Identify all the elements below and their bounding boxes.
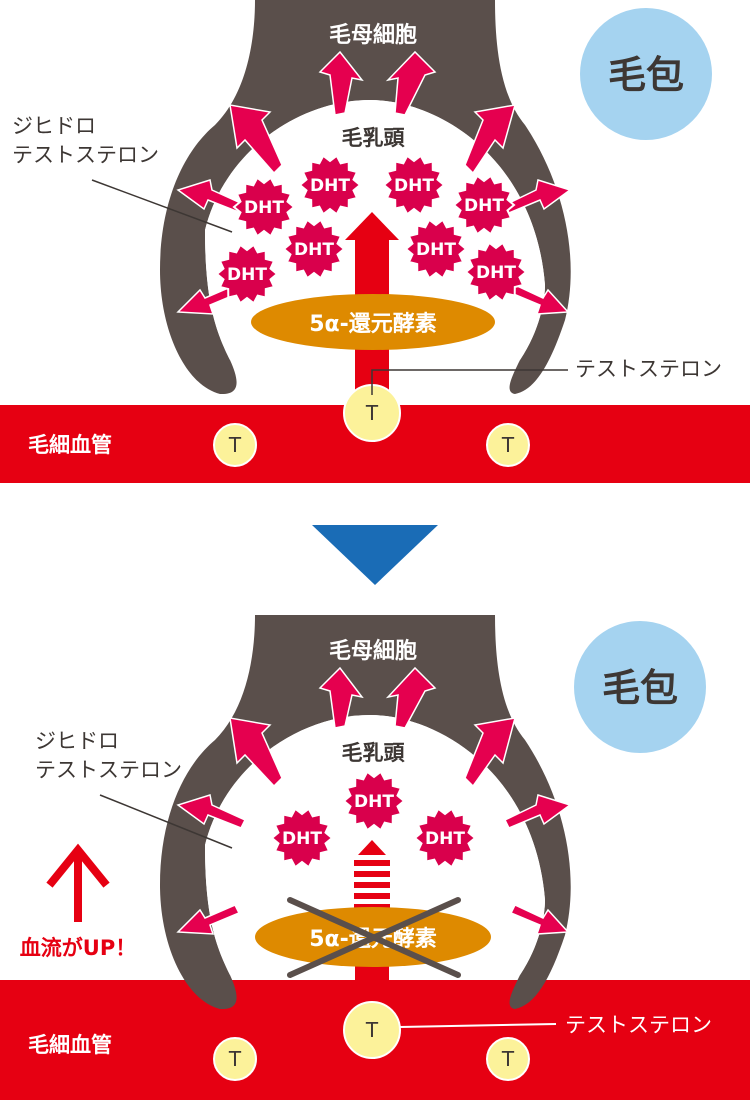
- growth-arrow: [176, 179, 247, 214]
- t-tokens: T T T: [213, 384, 530, 467]
- blood-flow-label: 血流がUP！: [20, 936, 136, 960]
- growth-arrow: [509, 284, 570, 315]
- dht-name-line1: ジヒドロ: [35, 729, 119, 753]
- svg-text:T: T: [228, 433, 242, 457]
- svg-text:DHT: DHT: [227, 265, 267, 285]
- svg-text:T: T: [365, 401, 379, 425]
- growth-arrow: [318, 50, 364, 116]
- t-token: T: [343, 384, 401, 442]
- t-token: T: [213, 1037, 257, 1081]
- growth-arrows: [176, 666, 572, 935]
- panel-before: 5α-還元酵素 DHT DHT DHT DHT DHT DHT DHT DHT …: [0, 0, 750, 483]
- capillary-label: 毛細血管: [28, 433, 112, 457]
- growth-arrow: [176, 904, 241, 935]
- growth-arrow: [385, 666, 437, 729]
- growth-arrow: [176, 794, 247, 829]
- follicle-shell: [160, 0, 571, 395]
- dht-leader-line: [99, 794, 233, 849]
- follicle-badge-label: 毛包: [602, 666, 678, 710]
- dht-token: DHT: [343, 770, 405, 832]
- dht-token: DHT: [383, 154, 445, 216]
- growth-arrow: [464, 717, 517, 788]
- growth-arrow: [503, 794, 572, 829]
- dht-name-line1: ジヒドロ: [12, 114, 96, 138]
- dht-name-line2: テストステロン: [35, 758, 182, 782]
- svg-text:DHT: DHT: [476, 263, 516, 283]
- svg-text:DHT: DHT: [464, 196, 504, 216]
- dht-token: DHT: [271, 807, 333, 869]
- dht-token: DHT: [299, 154, 361, 216]
- t-token: T: [486, 423, 530, 467]
- svg-text:T: T: [501, 433, 515, 457]
- svg-text:DHT: DHT: [282, 829, 322, 849]
- dht-token: DHT: [414, 807, 476, 869]
- t-token: T: [213, 423, 257, 467]
- dht-token: DHT: [405, 218, 467, 280]
- growth-arrow: [318, 666, 364, 729]
- testosterone-label: テストステロン: [575, 357, 722, 381]
- enzyme-blocked-cross: [287, 897, 461, 978]
- svg-text:DHT: DHT: [394, 176, 434, 196]
- follicle-badge-label: 毛包: [608, 53, 684, 97]
- testosterone-leader-line: [399, 1023, 557, 1028]
- dht-token: DHT: [465, 241, 527, 303]
- enzyme-ellipse: [251, 294, 495, 350]
- growth-arrow: [503, 179, 572, 214]
- svg-text:DHT: DHT: [354, 792, 394, 812]
- testosterone-leader-line: [371, 369, 568, 395]
- follicle-shell: [160, 615, 571, 1010]
- enzyme-label: 5α-還元酵素: [309, 311, 437, 337]
- t-token: T: [343, 1001, 401, 1059]
- svg-text:T: T: [228, 1047, 242, 1071]
- testosterone-label: テストステロン: [565, 1013, 712, 1037]
- dht-name-line2: テストステロン: [12, 143, 159, 167]
- dht-tokens: DHT DHT DHT: [271, 770, 476, 869]
- svg-text:DHT: DHT: [425, 829, 465, 849]
- growth-arrow: [229, 104, 283, 175]
- follicle-badge: [574, 621, 706, 753]
- svg-text:T: T: [501, 1047, 515, 1071]
- growth-arrows: [176, 50, 572, 315]
- dht-leader-line: [91, 179, 233, 233]
- dht-tokens: DHT DHT DHT DHT DHT DHT DHT DHT: [216, 154, 527, 305]
- svg-text:DHT: DHT: [416, 240, 456, 260]
- svg-text:DHT: DHT: [294, 240, 334, 260]
- dht-token: DHT: [216, 243, 278, 305]
- t-token: T: [486, 1037, 530, 1081]
- growth-arrow: [509, 904, 570, 935]
- dht-token: DHT: [453, 174, 515, 236]
- down-triangle-icon: [312, 525, 438, 585]
- svg-text:DHT: DHT: [310, 176, 350, 196]
- follicle-badge: [580, 8, 712, 140]
- dht-token: DHT: [283, 218, 345, 280]
- capillary-label: 毛細血管: [28, 1033, 112, 1057]
- papilla-label: 毛乳頭: [342, 126, 406, 150]
- blood-flow-up-icon: [46, 843, 110, 922]
- panel-after: 5α-還元酵素 DHT DHT DHT T T T 毛包 毛母細胞 毛乳頭 ジヒ…: [0, 615, 750, 1100]
- growth-arrow: [464, 104, 517, 175]
- t-tokens: T T T: [213, 1001, 530, 1081]
- svg-text:T: T: [365, 1018, 379, 1042]
- hair-matrix-label: 毛母細胞: [329, 22, 417, 48]
- dht-token: DHT: [233, 176, 295, 238]
- svg-text:DHT: DHT: [244, 198, 284, 218]
- papilla-label: 毛乳頭: [342, 741, 406, 765]
- growth-arrow: [385, 50, 437, 116]
- growth-arrow: [229, 717, 283, 788]
- hair-matrix-label: 毛母細胞: [329, 638, 417, 664]
